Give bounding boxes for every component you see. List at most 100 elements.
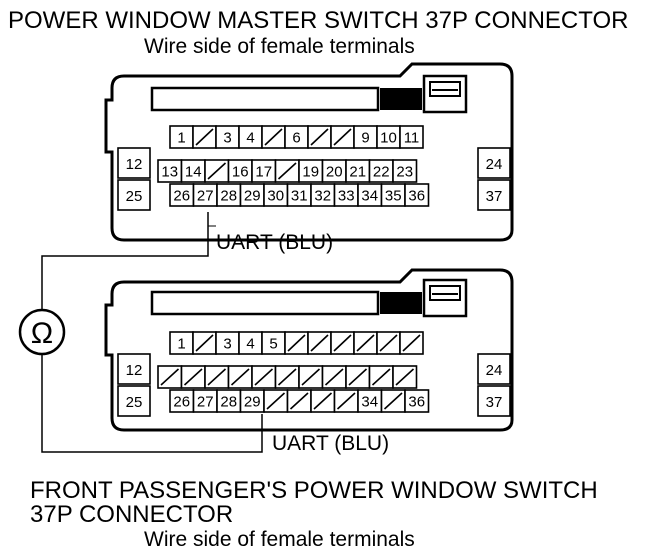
svg-text:28: 28 — [220, 188, 237, 205]
svg-text:28: 28 — [220, 394, 237, 411]
svg-text:37: 37 — [486, 188, 503, 205]
svg-text:34: 34 — [361, 188, 378, 205]
top-terminal-row2-5: 17 — [251, 159, 277, 183]
svg-text:32: 32 — [314, 188, 331, 205]
top-side-left-1: 12 — [117, 147, 151, 179]
bottom-terminal-row3-4: 29 — [239, 389, 265, 413]
bottom-terminal-row1-9 — [353, 331, 378, 355]
top-terminal-row3-11: 36 — [404, 183, 430, 207]
svg-text:35: 35 — [385, 188, 402, 205]
bottom-terminal-row2-11 — [392, 365, 418, 389]
bottom-terminal-row1-10 — [376, 331, 401, 355]
top-terminal-row3-10: 35 — [380, 183, 406, 207]
bottom-terminal-row3-8 — [333, 389, 359, 413]
svg-text:20: 20 — [326, 164, 343, 181]
bottom-terminal-row1-7 — [307, 331, 332, 355]
bottom-terminal-row2-2 — [180, 365, 206, 389]
svg-text:21: 21 — [349, 164, 366, 181]
top-terminal-row1-11: 11 — [399, 125, 424, 149]
svg-text:3: 3 — [223, 336, 231, 353]
svg-text:4: 4 — [246, 336, 254, 353]
svg-text:1: 1 — [177, 336, 185, 353]
ohmmeter-circle — [18, 308, 66, 356]
top-terminal-row1-6: 6 — [284, 125, 309, 149]
bottom-terminal-row3-2: 27 — [192, 389, 218, 413]
top-probe-wire — [41, 212, 209, 310]
top-terminal-row2-11: 23 — [392, 159, 418, 183]
top-terminal-row3-6: 31 — [286, 183, 312, 207]
bottom-terminal-row3-6 — [286, 389, 312, 413]
top-side-left-2: 25 — [117, 179, 151, 211]
top-terminal-row2-2: 14 — [180, 159, 206, 183]
svg-text:4: 4 — [246, 130, 254, 147]
top-terminal-row3-8: 33 — [333, 183, 359, 207]
top-terminal-row2-1: 13 — [157, 159, 183, 183]
svg-text:1: 1 — [177, 130, 185, 147]
bottom-probe-wire — [41, 354, 263, 453]
bottom-terminal-row1-8 — [330, 331, 355, 355]
top-terminal-row3-9: 34 — [357, 183, 383, 207]
bottom-terminal-row3-9: 34 — [357, 389, 383, 413]
top-side-right-1: 24 — [477, 147, 511, 179]
svg-text:19: 19 — [302, 164, 319, 181]
bottom-wire-label: UART (BLU) — [272, 432, 390, 455]
top-terminal-row2-6 — [274, 159, 300, 183]
svg-text:22: 22 — [373, 164, 390, 181]
top-connector-title: POWER WINDOW MASTER SWITCH 37P CONNECTOR — [8, 7, 629, 34]
top-terminal-row1-3: 3 — [215, 125, 240, 149]
top-terminal-row1-8 — [330, 125, 355, 149]
bottom-side-right-1: 24 — [477, 353, 511, 385]
bottom-terminal-row2-1 — [157, 365, 183, 389]
bottom-terminal-row1-2 — [192, 331, 217, 355]
svg-text:34: 34 — [361, 394, 378, 411]
bottom-terminal-row1-6 — [284, 331, 309, 355]
bottom-terminal-row3-1: 26 — [169, 389, 195, 413]
svg-text:12: 12 — [126, 362, 143, 379]
bottom-terminal-row1-5: 5 — [261, 331, 286, 355]
bottom-terminal-row3-10 — [380, 389, 406, 413]
top-terminal-row2-9: 21 — [345, 159, 371, 183]
bottom-connector-title-line1: FRONT PASSENGER'S POWER WINDOW SWITCH — [30, 477, 598, 504]
top-terminal-row2-7: 19 — [298, 159, 324, 183]
svg-text:16: 16 — [232, 164, 249, 181]
top-latch-slot — [150, 86, 380, 112]
bottom-side-left-2: 25 — [117, 385, 151, 417]
svg-text:30: 30 — [267, 188, 284, 205]
bottom-connector-housing — [104, 268, 514, 432]
svg-text:29: 29 — [244, 188, 261, 205]
svg-text:25: 25 — [126, 394, 143, 411]
svg-text:11: 11 — [404, 130, 420, 147]
top-terminal-row3-1: 26 — [169, 183, 195, 207]
top-terminal-row1-1: 1 — [169, 125, 194, 149]
svg-text:27: 27 — [197, 394, 214, 411]
top-terminal-row2-8: 20 — [321, 159, 347, 183]
svg-text:27: 27 — [197, 188, 214, 205]
bottom-terminal-row3-5 — [263, 389, 289, 413]
top-lock-tab-inner — [429, 81, 461, 97]
bottom-terminal-row2-9 — [345, 365, 371, 389]
bottom-terminal-row3-11: 36 — [404, 389, 430, 413]
bottom-terminal-row3-3: 28 — [216, 389, 242, 413]
bottom-terminal-row3-7 — [310, 389, 336, 413]
top-terminal-row3-5: 30 — [263, 183, 289, 207]
top-wire-label: UART (BLU) — [216, 231, 334, 254]
top-terminal-row1-4: 4 — [238, 125, 263, 149]
svg-text:6: 6 — [292, 130, 300, 147]
svg-text:25: 25 — [126, 188, 143, 205]
svg-text:24: 24 — [486, 362, 503, 379]
test-wiring: Ω — [18, 212, 263, 453]
svg-text:37: 37 — [486, 394, 503, 411]
top-terminal-row3-4: 29 — [239, 183, 265, 207]
bottom-terminal-row2-4 — [227, 365, 253, 389]
bottom-side-left-1: 12 — [117, 353, 151, 385]
bottom-lock-tab-inner — [429, 285, 461, 301]
top-latch-bar — [380, 88, 422, 110]
top-terminal-row1-9: 9 — [353, 125, 378, 149]
bottom-terminal-row1-1: 1 — [169, 331, 194, 355]
bottom-terminal-row2-3 — [204, 365, 230, 389]
top-terminal-row2-10: 22 — [368, 159, 394, 183]
svg-text:31: 31 — [291, 188, 308, 205]
svg-text:5: 5 — [269, 336, 277, 353]
